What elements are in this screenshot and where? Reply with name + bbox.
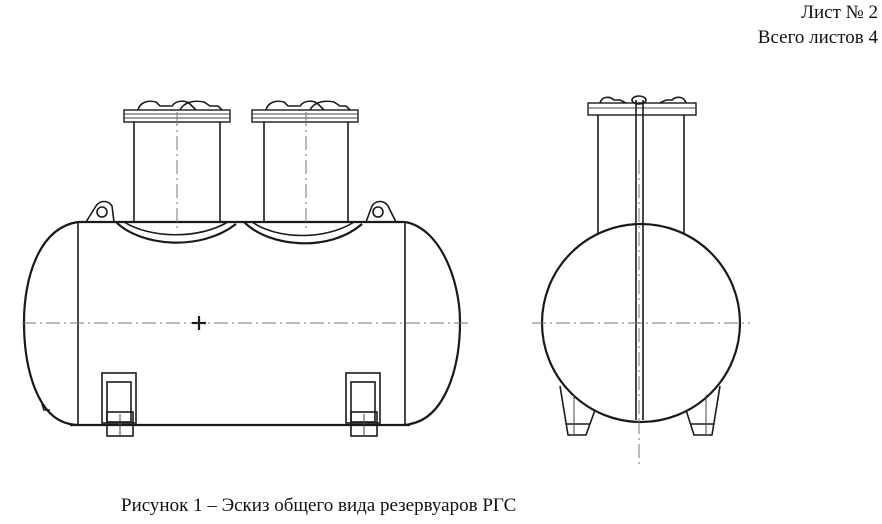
total-sheets: Всего листов 4: [757, 27, 878, 48]
neck-right: [243, 100, 363, 245]
side-view: [22, 100, 470, 437]
end-support-right: [685, 385, 721, 436]
end-view: [532, 95, 750, 468]
lifting-lug-left: [85, 200, 115, 223]
support-right: [345, 372, 381, 437]
sheet-number: Лист № 2: [801, 2, 878, 23]
end-support-left: [559, 385, 596, 436]
lifting-lug-right: [365, 200, 397, 223]
neck-left: [115, 100, 237, 244]
support-left: [101, 372, 137, 437]
sheet-info: Лист № 2 Всего листов 4: [758, 0, 878, 50]
figure-caption: Рисунок 1 – Эскиз общего вида резервуаро…: [121, 495, 517, 516]
